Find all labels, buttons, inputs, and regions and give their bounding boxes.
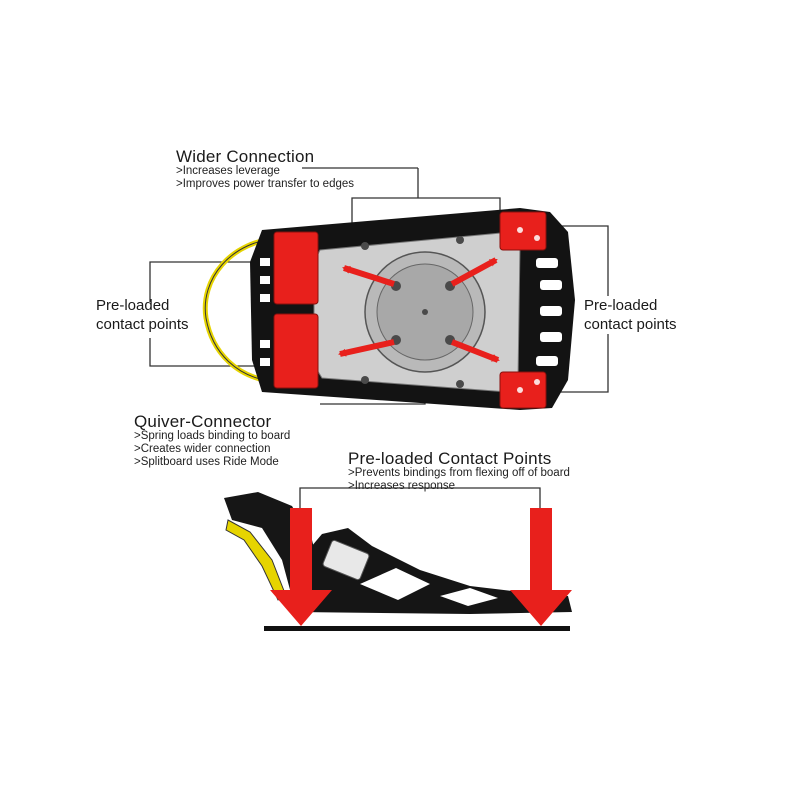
- force-arrows: [338, 257, 500, 363]
- wider-connection-bullet: >Increases leverage: [176, 165, 280, 177]
- contact-pad-left-bottom: [273, 313, 319, 389]
- quiver-connector-title: Quiver-Connector: [134, 412, 272, 431]
- quiver-connector-bullet: >Splitboard uses Ride Mode: [134, 456, 279, 468]
- contact-points-bullet: >Increases response: [348, 480, 456, 492]
- contact-pad-right-top: [499, 211, 547, 251]
- contact-pads: [273, 211, 547, 409]
- quiver-connector-bullet: >Creates wider connection: [134, 443, 271, 455]
- binding-side-view: [224, 492, 572, 631]
- preloaded-right-line1: Pre-loaded: [584, 297, 658, 314]
- binding-top-view: [202, 208, 575, 410]
- contact-points-title: Pre-loaded Contact Points: [348, 449, 552, 468]
- binding-chassis: [296, 528, 572, 614]
- preloaded-right-leader: [548, 225, 609, 296]
- preloaded-left-line1: Pre-loaded: [96, 297, 170, 314]
- wider-connection-bullet: >Improves power transfer to edges: [176, 178, 355, 190]
- frame-slots: [260, 258, 562, 366]
- contact-points-leader: [299, 487, 541, 510]
- wider-connection-title: Wider Connection: [176, 147, 315, 166]
- board: [264, 626, 570, 631]
- quiver-connector-bullet: >Spring loads binding to board: [134, 430, 291, 442]
- preloaded-right-line2: contact points: [584, 316, 677, 333]
- contact-points-bullet: >Prevents bindings from flexing off of b…: [348, 467, 570, 479]
- contact-pad-left-top: [273, 231, 319, 305]
- downward-arrows: [270, 508, 572, 626]
- leader-lines: [149, 167, 609, 510]
- preloaded-left-leader: [149, 261, 272, 302]
- preloaded-left-line2: contact points: [96, 316, 189, 333]
